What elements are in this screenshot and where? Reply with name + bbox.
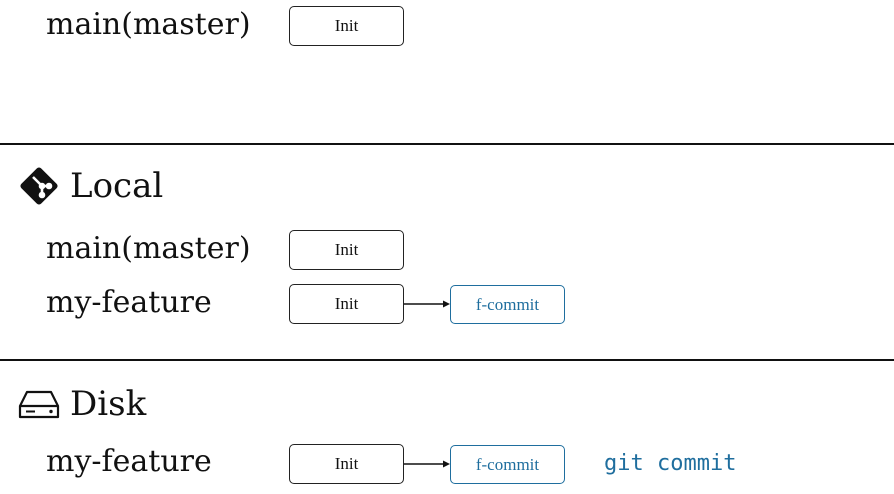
commit-init: Init [289, 230, 404, 270]
commit-arrow [404, 460, 450, 468]
commit-f-commit: f-commit [450, 285, 565, 324]
branch-label-main: main(master) [46, 231, 251, 266]
commit-init: Init [289, 284, 404, 324]
branch-label-feature: my-feature [46, 444, 212, 479]
commit-init: Init [289, 6, 404, 46]
branch-label-feature: my-feature [46, 285, 212, 320]
commit-init: Init [289, 444, 404, 484]
branch-label-main: main(master) [46, 7, 251, 42]
section-divider [0, 359, 894, 361]
section-divider [0, 143, 894, 145]
commit-arrow [404, 300, 450, 308]
git-commit-command: git commit [604, 451, 737, 476]
commit-f-commit: f-commit [450, 445, 565, 484]
section-title-local: Local [70, 166, 164, 206]
section-title-disk: Disk [70, 384, 147, 424]
git-icon [20, 167, 58, 205]
hard-drive-icon [18, 390, 60, 419]
